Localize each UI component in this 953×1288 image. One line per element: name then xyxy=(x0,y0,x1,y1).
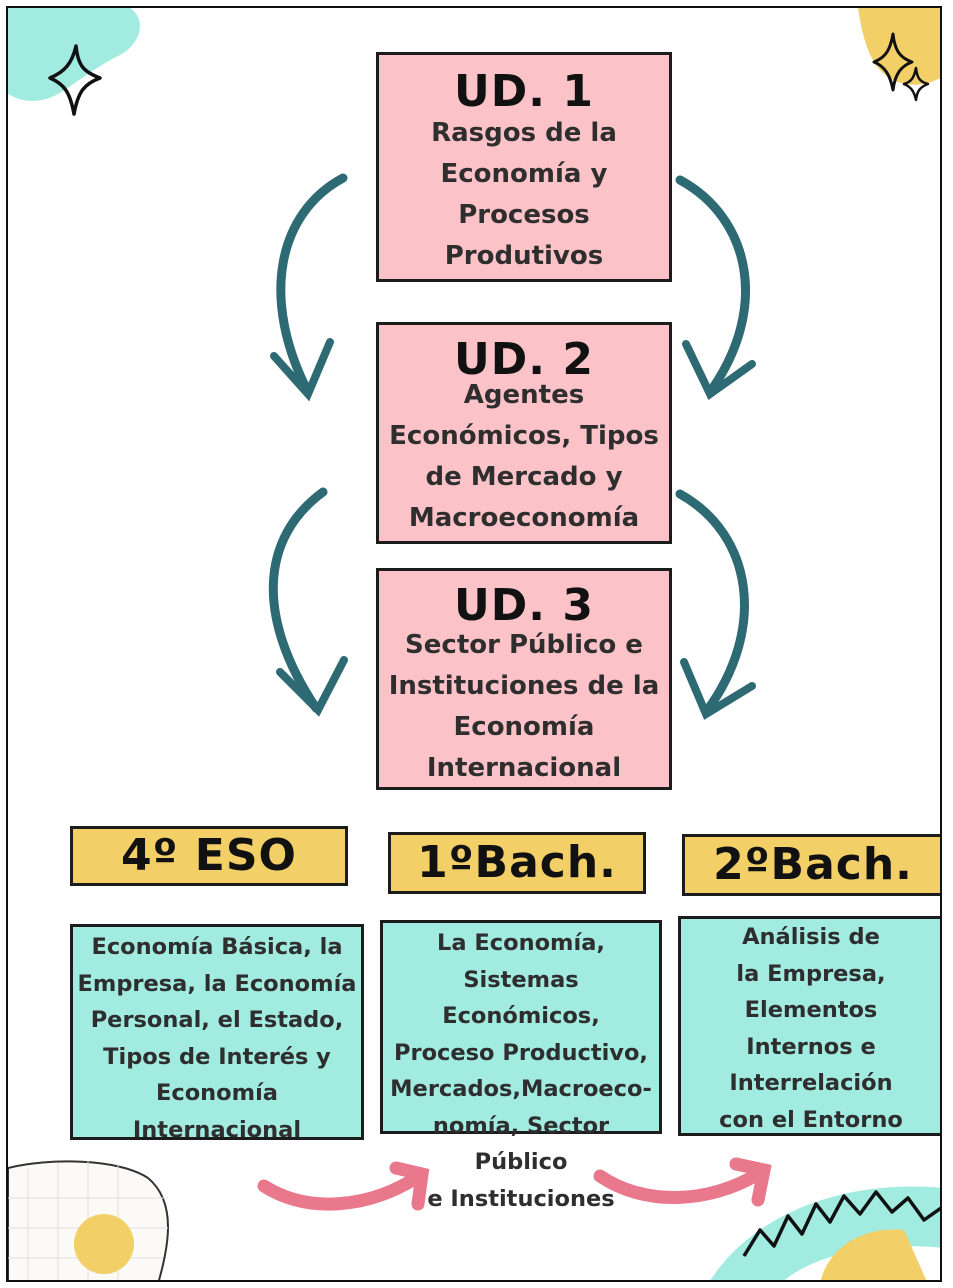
course-content-text: Análisis de la Empresa, Elementos Intern… xyxy=(719,924,903,1133)
yellow-half-circle xyxy=(821,1229,927,1280)
pink-arrow-2 xyxy=(593,1157,772,1207)
sparkle-icon-small xyxy=(902,66,930,102)
infographic-frame: UD. 1 Rasgos de la Economía y Procesos P… xyxy=(6,6,942,1282)
course-content-text: La Economía, Sistemas Económicos, Proces… xyxy=(390,930,652,1212)
yellow-blob-top-right xyxy=(858,8,940,85)
curved-arrow-left-1 xyxy=(270,173,348,402)
course-content-1bach: La Economía, Sistemas Económicos, Proces… xyxy=(380,920,662,1212)
unit-code: UD. 1 xyxy=(454,66,594,117)
zigzag-line xyxy=(742,1190,940,1257)
course-title-4eso: 4º ESO xyxy=(70,826,348,886)
unit-description: Rasgos de la Economía y Procesos Produti… xyxy=(431,118,617,271)
sparkle-icon xyxy=(48,44,102,116)
curved-arrow-right-1 xyxy=(675,175,756,401)
decorations xyxy=(8,8,940,1280)
teal-arc-decoration xyxy=(710,1186,940,1280)
course-content-text: Economía Básica, la Empresa, la Economía… xyxy=(77,934,357,1143)
egg-yolk xyxy=(74,1214,134,1274)
unit-box-1: UD. 1 Rasgos de la Economía y Procesos P… xyxy=(376,52,672,282)
pink-arrow-1 xyxy=(257,1161,430,1211)
unit-description: Sector Público e Instituciones de la Eco… xyxy=(388,630,660,783)
curved-arrow-right-2 xyxy=(675,489,756,720)
curved-arrow-left-2 xyxy=(268,487,348,717)
unit-code: UD. 2 xyxy=(454,334,594,385)
sparkle-icon-large xyxy=(872,32,914,92)
course-content-4eso: Economía Básica, la Empresa, la Economía… xyxy=(70,924,364,1143)
unit-code: UD. 3 xyxy=(454,580,594,631)
course-content-2bach: Análisis de la Empresa, Elementos Intern… xyxy=(678,916,940,1136)
unit-description: Agentes Económicos, Tipos de Mercado y M… xyxy=(389,380,659,533)
unit-box-3: UD. 3 Sector Público e Instituciones de … xyxy=(376,568,672,790)
course-title-2bach: 2ºBach. xyxy=(682,834,940,896)
unit-box-2: UD. 2 Agentes Económicos, Tipos de Merca… xyxy=(376,322,672,544)
course-title-1bach: 1ºBach. xyxy=(388,832,646,894)
